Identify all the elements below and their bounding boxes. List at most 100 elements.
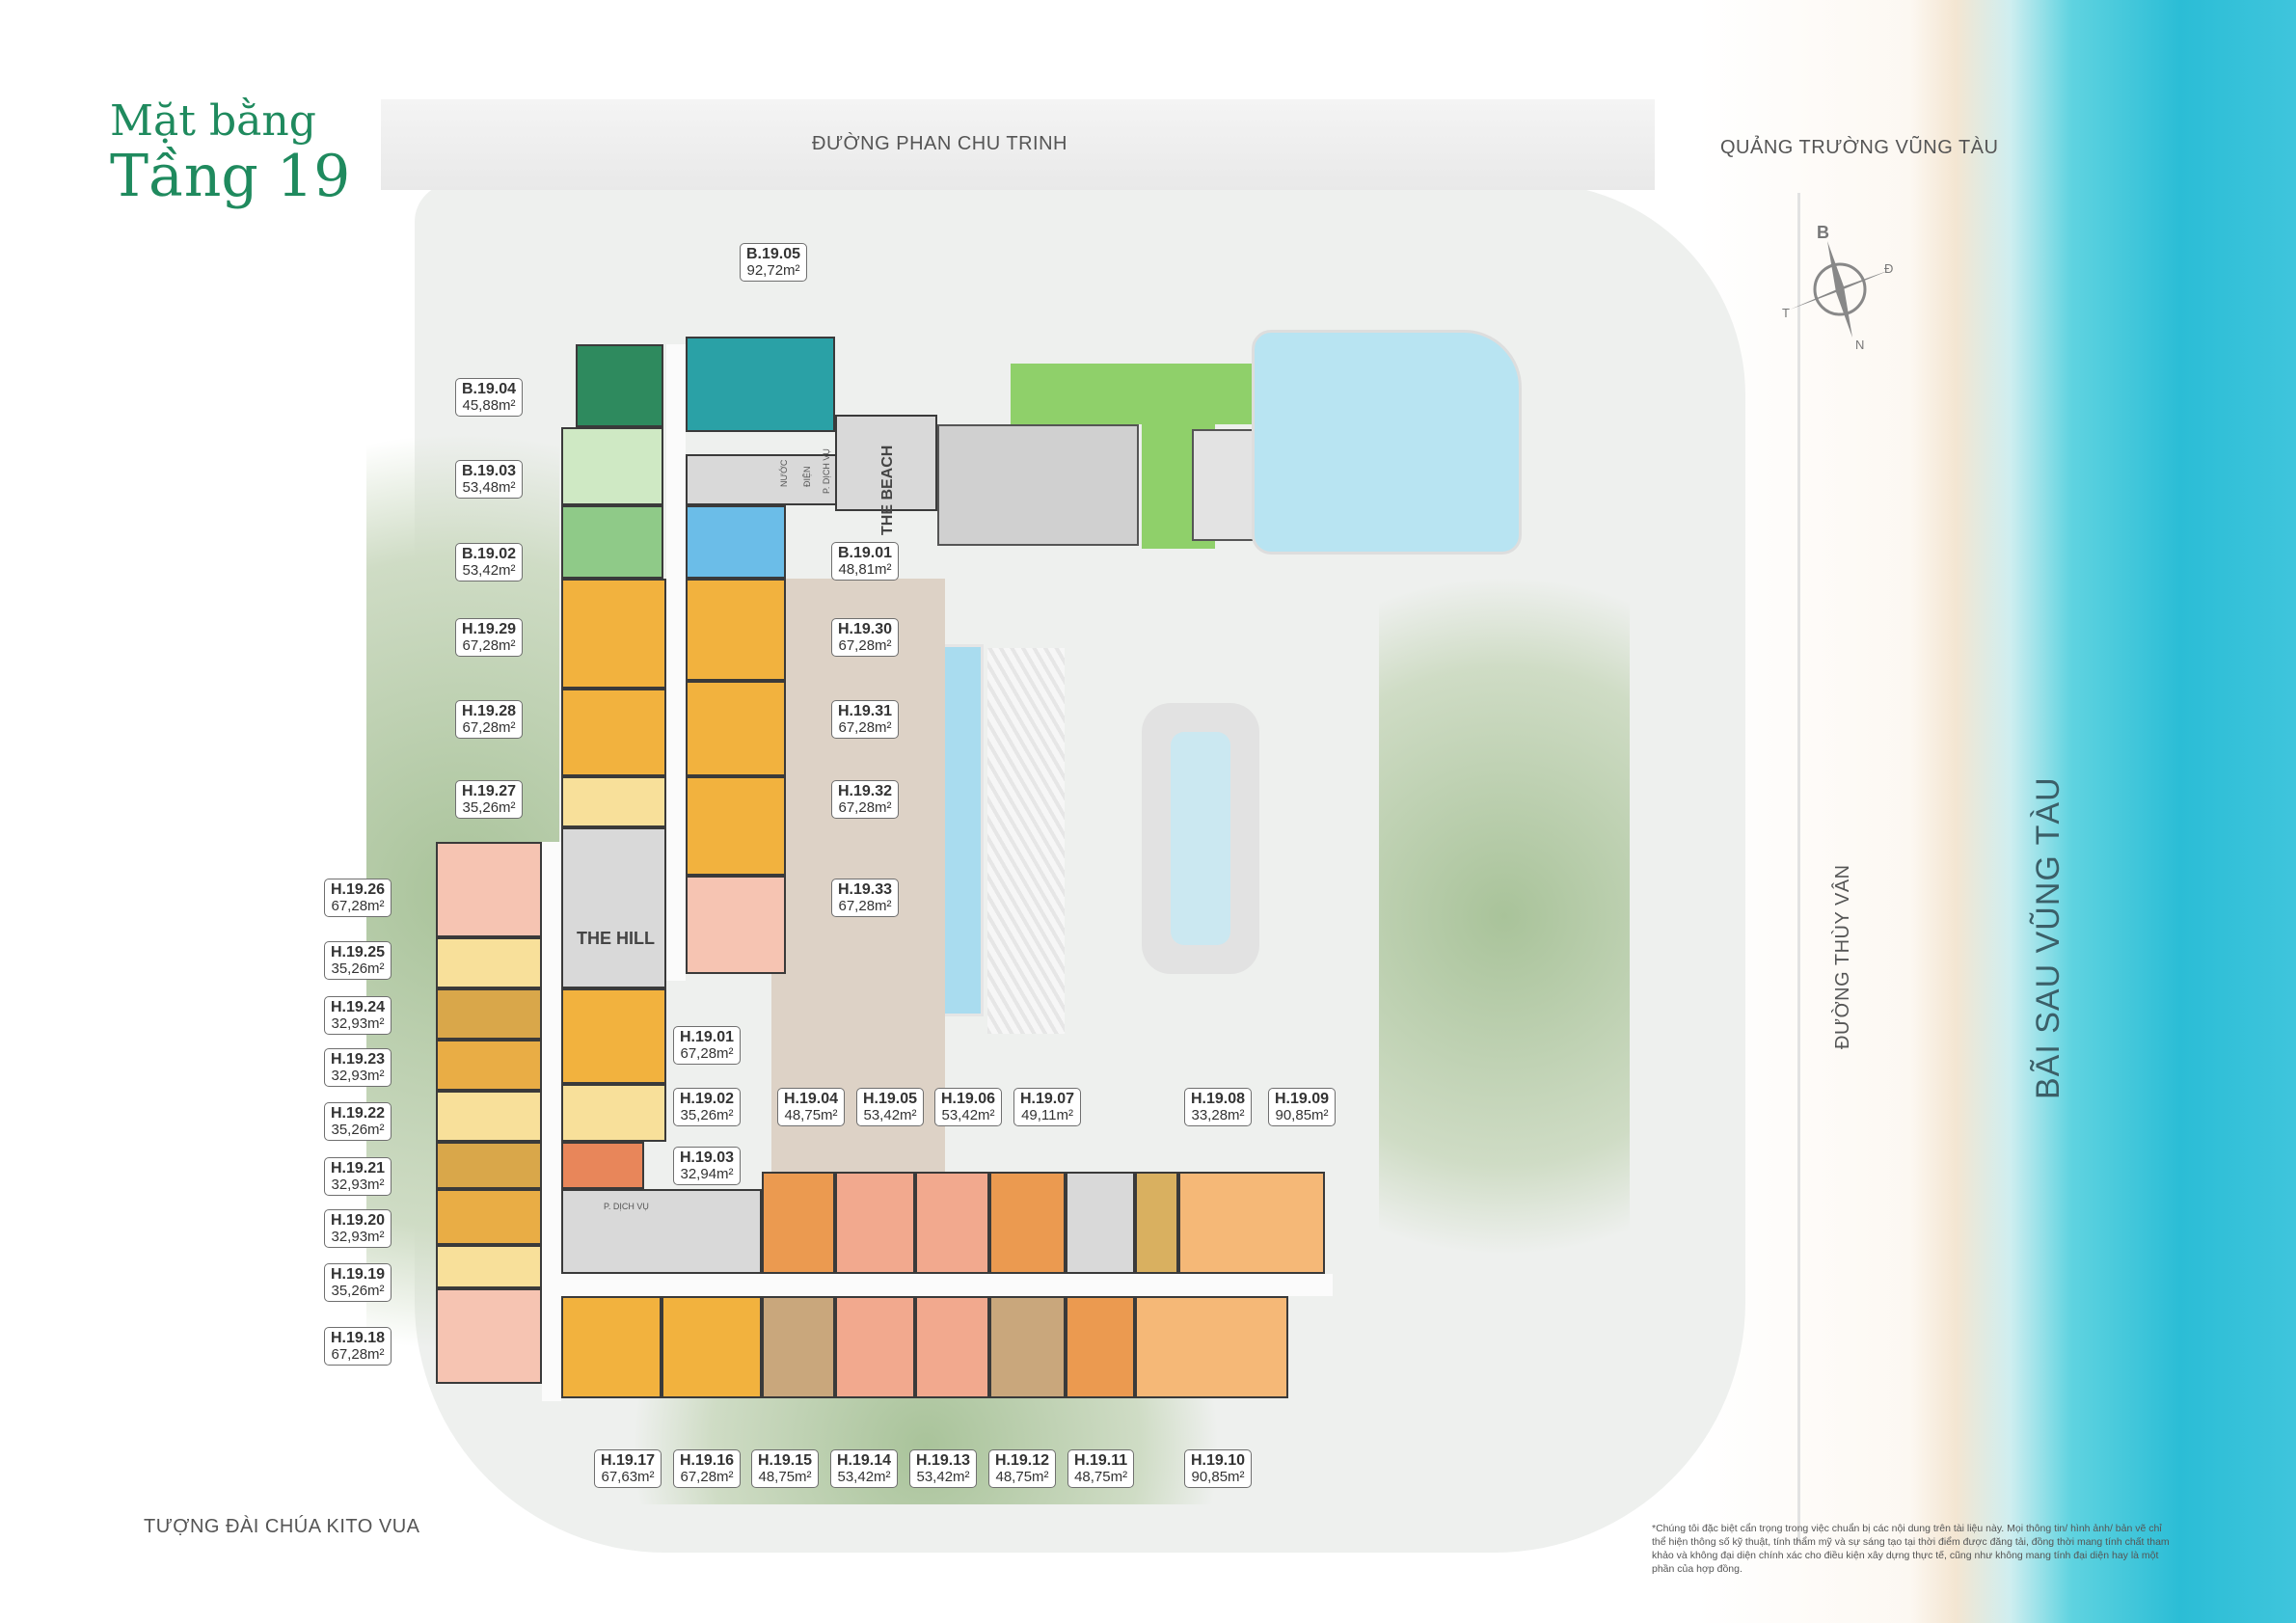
unit-h-19-08[interactable]	[1135, 1172, 1178, 1274]
unit-code: H.19.25	[331, 944, 386, 960]
unit-code: H.19.33	[838, 881, 893, 898]
unit-area: 35,26m²	[331, 1283, 385, 1299]
unit-h-19-20[interactable]	[436, 1189, 542, 1245]
unit-code: H.19.21	[331, 1160, 386, 1177]
unit-h-19-17[interactable]	[561, 1296, 662, 1398]
unit-area: 48,75m²	[784, 1107, 838, 1123]
unit-b-19-02[interactable]	[561, 505, 663, 579]
unit-code: H.19.23	[331, 1051, 386, 1068]
unit-h-19-18[interactable]	[436, 1288, 542, 1384]
unit-area: 53,42m²	[916, 1469, 970, 1485]
unit-h-19-10[interactable]	[1135, 1296, 1288, 1398]
unit-h-19-27[interactable]	[561, 776, 666, 827]
unit-b-19-03[interactable]	[561, 427, 663, 505]
unit-h-19-26[interactable]	[436, 842, 542, 937]
unit-h-19-19[interactable]	[436, 1245, 542, 1288]
greenery-right	[1379, 482, 1630, 1350]
unit-h-19-03[interactable]	[561, 1142, 644, 1189]
unit-h-19-04[interactable]	[762, 1172, 835, 1274]
unit-h-19-29[interactable]	[561, 579, 666, 689]
unit-area: 90,85m²	[1275, 1107, 1329, 1123]
label-the-beach: THE BEACH	[879, 445, 896, 535]
unit-h-19-28[interactable]	[561, 689, 666, 776]
page-title-line2: Tầng 19	[110, 143, 351, 210]
unit-h-19-33[interactable]	[686, 876, 786, 974]
unit-area: 67,28m²	[838, 637, 892, 654]
unit-b-19-05[interactable]	[686, 337, 835, 432]
core-stair-east	[1066, 1172, 1135, 1274]
unit-h-19-22[interactable]	[436, 1091, 542, 1142]
unit-h-19-25[interactable]	[436, 937, 542, 988]
unit-h-19-05[interactable]	[835, 1172, 915, 1274]
unit-h-19-11[interactable]	[1066, 1296, 1135, 1398]
unit-h-19-13[interactable]	[915, 1296, 989, 1398]
unit-area: 35,26m²	[462, 799, 516, 816]
unit-h-19-01[interactable]	[561, 988, 666, 1084]
unit-h-19-06[interactable]	[915, 1172, 989, 1274]
unit-h-19-15[interactable]	[762, 1296, 835, 1398]
corridor-vertical	[666, 344, 686, 981]
unit-code: H.19.32	[838, 783, 893, 799]
unit-h-19-16[interactable]	[662, 1296, 762, 1398]
unit-h-19-30[interactable]	[686, 579, 786, 681]
unit-h-19-02[interactable]	[561, 1084, 666, 1142]
unit-h-19-14[interactable]	[835, 1296, 915, 1398]
unit-h-19-12[interactable]	[989, 1296, 1066, 1398]
sea	[1909, 0, 2296, 1623]
unit-b-19-04[interactable]	[576, 344, 663, 427]
unit-h-19-21[interactable]	[436, 1142, 542, 1189]
unit-code: H.19.28	[462, 703, 517, 719]
unit-h-19-24[interactable]	[436, 988, 542, 1040]
unit-area: 90,85m²	[1191, 1469, 1245, 1485]
unit-area: 48,81m²	[838, 561, 892, 578]
unit-h-19-32[interactable]	[686, 776, 786, 876]
unit-code: H.19.27	[462, 783, 517, 799]
unit-code: H.19.24	[331, 999, 386, 1015]
label-service-room: P. DỊCH VỤ	[604, 1202, 649, 1211]
unit-h-19-31[interactable]	[686, 681, 786, 776]
unit-h-19-09[interactable]	[1178, 1172, 1325, 1274]
unit-b-19-01[interactable]	[686, 505, 786, 579]
compass-e: Đ	[1884, 261, 1893, 276]
unit-h-19-07[interactable]	[989, 1172, 1066, 1274]
unit-h-19-23[interactable]	[436, 1040, 542, 1091]
